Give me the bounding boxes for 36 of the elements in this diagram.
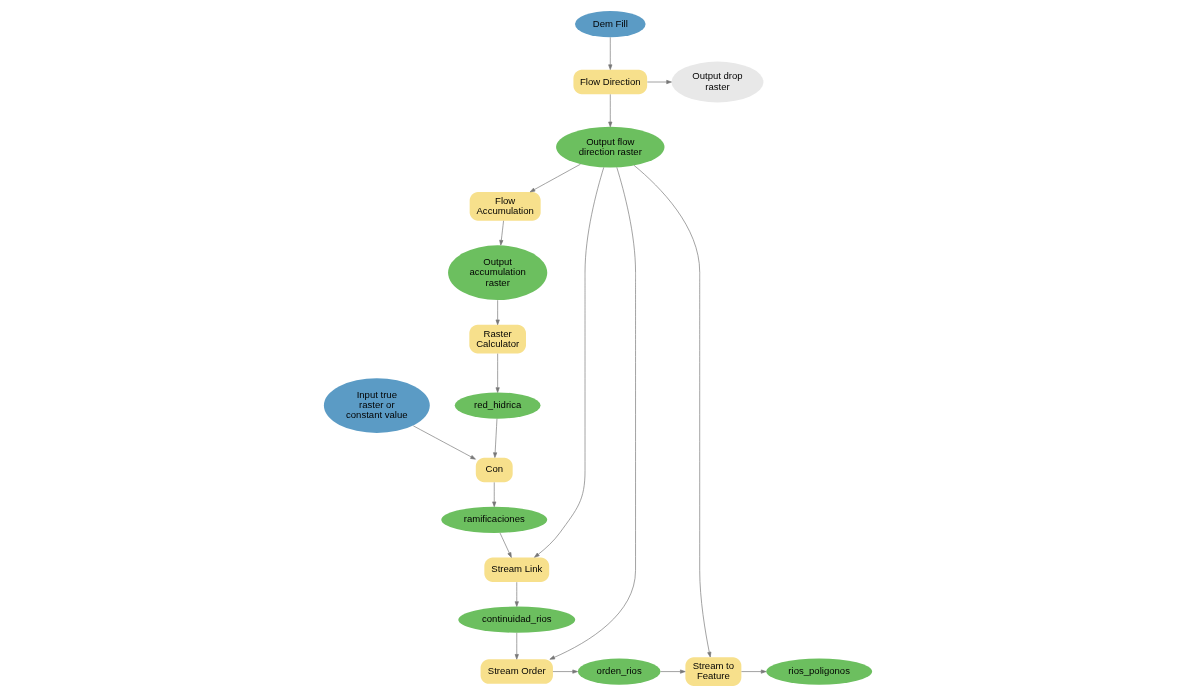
node-box: Stream Link (484, 557, 550, 583)
arrow (514, 632, 519, 660)
node-ellipse: Input true raster or constant value (323, 378, 430, 433)
node-ellipse: Output accumulation raster (448, 245, 548, 301)
arrow (499, 220, 504, 246)
arrow (608, 94, 613, 128)
arrow (549, 167, 636, 660)
node-ellipse: continuidad_rios (458, 606, 576, 633)
node-ellipse: Output drop raster (671, 61, 764, 103)
arrow (529, 163, 581, 193)
node-box: Raster Calculator (469, 324, 526, 354)
node-box: Stream to Feature (685, 657, 742, 686)
node-box: Flow Direction (573, 69, 648, 95)
arrow (499, 532, 512, 558)
arrow (660, 669, 686, 674)
node-ellipse: Output flow direction raster (556, 126, 665, 168)
arrow (633, 165, 712, 658)
node-ellipse: ramificaciones (441, 506, 548, 533)
arrow (647, 80, 672, 84)
arrow (413, 425, 476, 460)
node-ellipse: rios_poligonos (766, 658, 873, 685)
node-ellipse: orden_rios (577, 658, 661, 685)
arrow (493, 418, 498, 458)
arrow (608, 37, 613, 70)
arrow (492, 482, 497, 507)
arrow (495, 353, 500, 393)
arrow (741, 669, 767, 674)
node-box: Stream Order (480, 659, 553, 684)
node-ellipse: red_hidrica (454, 392, 541, 419)
node-box: Con (475, 457, 513, 483)
arrow (514, 581, 519, 607)
node-box: Flow Accumulation (469, 191, 541, 221)
arrow (495, 299, 500, 326)
arrow (534, 167, 605, 558)
arrow (552, 669, 578, 674)
node-ellipse: Dem Fill (574, 11, 646, 38)
